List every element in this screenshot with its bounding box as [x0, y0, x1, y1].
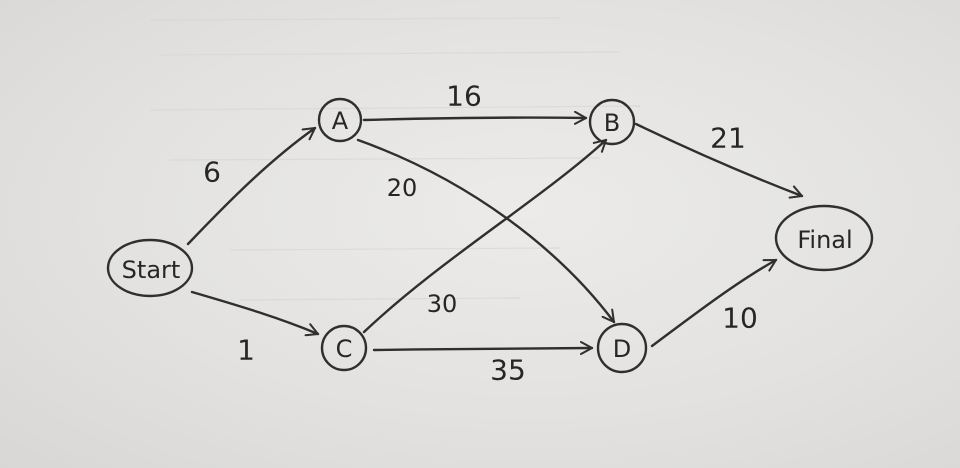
edge-c-d — [372, 341, 594, 356]
weight-d-final: 10 — [722, 302, 758, 335]
weight-start-a: 6 — [203, 156, 221, 189]
node-final-label: Final — [797, 226, 852, 254]
node-a-label: A — [332, 107, 349, 135]
weight-a-b: 16 — [446, 80, 482, 113]
edge-c-b — [362, 138, 608, 334]
paper-show-through — [149, 17, 641, 301]
node-b: B — [588, 98, 636, 146]
node-start-label: Start — [122, 256, 181, 284]
weight-a-d: 20 — [387, 174, 418, 202]
edge-a-b — [362, 110, 588, 125]
weight-c-b: 30 — [427, 290, 458, 318]
weight-b-final: 21 — [710, 122, 746, 155]
node-a: A — [317, 97, 363, 143]
node-start: Start — [106, 238, 194, 298]
node-b-label: B — [604, 109, 620, 137]
edge-b-final — [634, 122, 804, 199]
node-d-label: D — [613, 335, 631, 363]
node-final: Final — [774, 204, 874, 272]
node-c-label: C — [336, 335, 353, 363]
node-d: D — [596, 322, 648, 374]
edge-d-final — [650, 258, 778, 348]
node-c: C — [320, 324, 368, 372]
weight-c-d: 35 — [490, 354, 526, 387]
edge-start-c — [190, 290, 320, 337]
weight-start-c: 1 — [237, 334, 255, 367]
edge-start-a — [186, 126, 317, 246]
